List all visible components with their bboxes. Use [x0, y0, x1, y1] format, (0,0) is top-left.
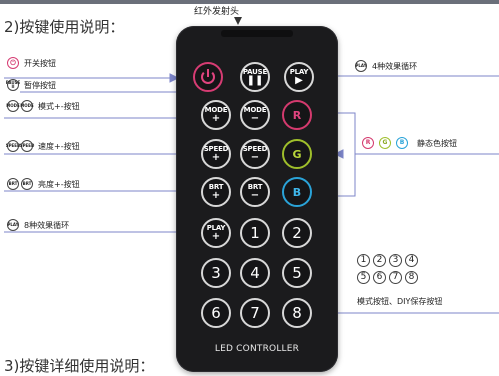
play-plus-icon: PLAY: [7, 219, 19, 231]
num-5-icon: 5: [357, 271, 370, 284]
mode-plus-icon: MODE: [6, 100, 20, 112]
ir-emitter-arrow: [234, 17, 242, 25]
callout-mode-diy: 模式按钮、DIY保存按钮: [357, 297, 443, 306]
callout-static-color: R G B 静态色按钮: [362, 137, 457, 149]
brt-minus-button[interactable]: BRT−: [240, 177, 270, 207]
number-5-button[interactable]: 5: [282, 258, 312, 288]
power-icon: [201, 69, 215, 84]
num-6-icon: 6: [373, 271, 386, 284]
ir-window: [221, 30, 293, 37]
brt-plus-icon: BRT: [7, 178, 19, 190]
mode-plus-button[interactable]: MODE+: [201, 100, 231, 130]
brt-minus-icon: BRT: [21, 178, 33, 190]
number-icons-grid: 1 2 3 4 5 6 7 8: [357, 254, 421, 284]
num-4-icon: 4: [405, 254, 418, 267]
num-1-icon: 1: [357, 254, 370, 267]
r-icon: R: [362, 137, 374, 149]
pause-button[interactable]: PAUSE❚❚: [240, 62, 270, 92]
power-icon: ⏻: [7, 57, 19, 69]
play-icon: PLAY: [355, 60, 367, 72]
brand-label: LED CONTROLLER: [214, 344, 300, 354]
red-button[interactable]: R: [282, 100, 312, 130]
b-icon: B: [396, 137, 408, 149]
number-3-button[interactable]: 3: [201, 258, 231, 288]
mode-minus-icon: MODE: [20, 100, 34, 112]
number-4-button[interactable]: 4: [240, 258, 270, 288]
blue-button[interactable]: B: [282, 177, 312, 207]
play-plus-button[interactable]: PLAY+: [201, 218, 231, 248]
mode-minus-button[interactable]: MODE−: [240, 100, 270, 130]
brt-plus-button[interactable]: BRT+: [201, 177, 231, 207]
callout-play4: PLAY 4种效果循环: [355, 60, 418, 72]
num-3-icon: 3: [389, 254, 402, 267]
number-8-button[interactable]: 8: [282, 298, 312, 328]
speed-minus-button[interactable]: SPEED−: [240, 139, 270, 169]
number-1-button[interactable]: 1: [240, 218, 270, 248]
play-button[interactable]: PLAY▶: [284, 62, 314, 92]
num-8-icon: 8: [405, 271, 418, 284]
callout-power: ⏻ 开关按钮: [7, 57, 56, 69]
callout-speed: SPEED SPEED 速度+-按钮: [5, 140, 80, 152]
g-icon: G: [379, 137, 391, 149]
number-6-button[interactable]: 6: [201, 298, 231, 328]
top-divider: [0, 0, 499, 4]
callout-mode: MODE MODE 模式+-按钮: [6, 100, 80, 112]
speed-plus-icon: SPEED: [6, 140, 20, 152]
ir-emitter-label: 红外发射头: [194, 7, 240, 17]
section-heading-buttons: 2)按键使用说明：: [4, 18, 125, 36]
num-7-icon: 7: [389, 271, 402, 284]
callout-play8: PLAY 8种效果循环: [7, 219, 70, 231]
power-button[interactable]: [193, 62, 223, 92]
speed-plus-button[interactable]: SPEED+: [201, 139, 231, 169]
section-heading-details: 3)按键详细使用说明：: [4, 357, 155, 375]
num-2-icon: 2: [373, 254, 386, 267]
callout-brightness: BRT BRT 亮度+-按钮: [7, 178, 80, 190]
remote-control: PAUSE❚❚ PLAY▶ MODE+ MODE− R SPEED+ SPEED…: [176, 26, 338, 372]
number-2-button[interactable]: 2: [282, 218, 312, 248]
number-7-button[interactable]: 7: [240, 298, 270, 328]
speed-minus-icon: SPEED: [20, 140, 34, 152]
green-button[interactable]: G: [282, 139, 312, 169]
